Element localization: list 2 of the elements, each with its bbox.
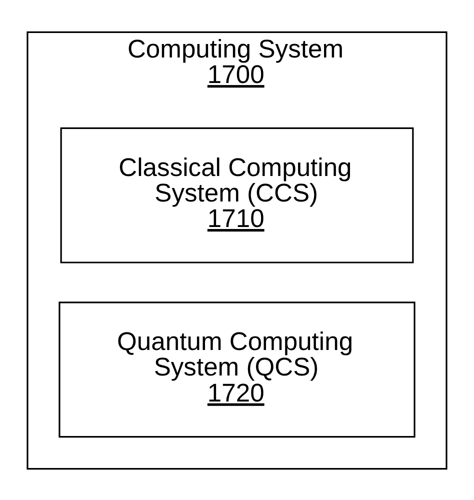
node-box: Classical Computing System (CCS) 1710	[60, 126, 414, 263]
node-box: Quantum Computing System (QCS) 1720	[58, 301, 416, 438]
